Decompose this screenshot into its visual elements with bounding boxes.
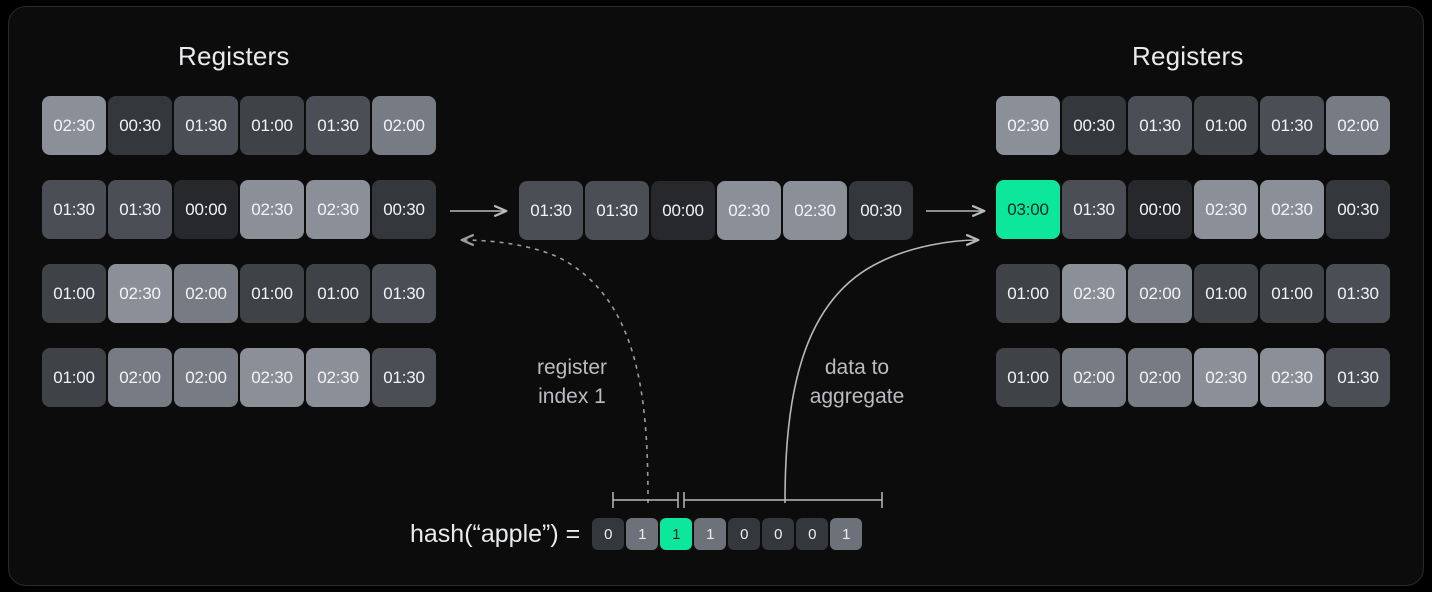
left-panel-title: Registers xyxy=(178,41,290,71)
right-register-cell-r2-c3: 01:00 xyxy=(1194,264,1258,323)
left-register-cell-r3-c3: 02:30 xyxy=(240,348,304,407)
right-register-cell-r2-c4: 01:00 xyxy=(1260,264,1324,323)
selected-register-cell-0: 01:30 xyxy=(519,181,583,240)
left-register-cell-r2-c1: 02:30 xyxy=(108,264,172,323)
hash-bit-2: 1 xyxy=(660,518,693,550)
left-register-cell-r2-c4: 01:00 xyxy=(306,264,370,323)
left-register-cell-r1-c4: 02:30 xyxy=(306,180,370,239)
left-register-cell-r3-c1: 02:00 xyxy=(108,348,172,407)
left-register-cell-r2-c2: 02:00 xyxy=(174,264,238,323)
left-register-cell-r3-c4: 02:30 xyxy=(306,348,370,407)
left-register-cell-r2-c3: 01:00 xyxy=(240,264,304,323)
hash-bit-4: 0 xyxy=(728,518,761,550)
right-register-cell-r2-c2: 02:00 xyxy=(1128,264,1192,323)
right-register-cell-r0-c5: 02:00 xyxy=(1326,96,1390,155)
data-to-aggregate-label: data to aggregate xyxy=(809,356,905,408)
hash-bit-7: 1 xyxy=(830,518,863,550)
left-register-cell-r1-c5: 00:30 xyxy=(372,180,436,239)
right-panel-title: Registers xyxy=(1132,41,1244,71)
register-index-label: register index 1 xyxy=(536,356,608,408)
selected-register-cell-1: 01:30 xyxy=(585,181,649,240)
hash-bit-3: 1 xyxy=(694,518,727,550)
right-register-cell-r1-c1: 01:30 xyxy=(1062,180,1126,239)
right-register-cell-r2-c1: 02:30 xyxy=(1062,264,1126,323)
hash-bit-1: 1 xyxy=(626,518,659,550)
hash-bit-5: 0 xyxy=(762,518,795,550)
hash-function-label: hash(“apple”) = xyxy=(410,519,581,548)
right-register-cell-r0-c0: 02:30 xyxy=(996,96,1060,155)
right-register-cell-r3-c5: 01:30 xyxy=(1326,348,1390,407)
right-register-cell-r0-c2: 01:30 xyxy=(1128,96,1192,155)
right-register-cell-r1-c2: 00:00 xyxy=(1128,180,1192,239)
left-register-cell-r1-c3: 02:30 xyxy=(240,180,304,239)
left-register-cell-r0-c2: 01:30 xyxy=(174,96,238,155)
left-register-cell-r0-c3: 01:00 xyxy=(240,96,304,155)
right-register-cell-r3-c4: 02:30 xyxy=(1260,348,1324,407)
right-register-cell-r0-c3: 01:00 xyxy=(1194,96,1258,155)
left-register-cell-r2-c0: 01:00 xyxy=(42,264,106,323)
left-register-cell-r0-c5: 02:00 xyxy=(372,96,436,155)
selected-register-cell-4: 02:30 xyxy=(783,181,847,240)
right-register-cell-r3-c2: 02:00 xyxy=(1128,348,1192,407)
left-register-cell-r2-c5: 01:30 xyxy=(372,264,436,323)
left-register-cell-r1-c0: 01:30 xyxy=(42,180,106,239)
right-register-cell-r1-c5: 00:30 xyxy=(1326,180,1390,239)
selected-register-cell-2: 00:00 xyxy=(651,181,715,240)
right-register-cell-r3-c3: 02:30 xyxy=(1194,348,1258,407)
right-register-cell-r0-c4: 01:30 xyxy=(1260,96,1324,155)
selected-register-cell-3: 02:30 xyxy=(717,181,781,240)
selected-register-cell-5: 00:30 xyxy=(849,181,913,240)
left-register-cell-r3-c5: 01:30 xyxy=(372,348,436,407)
right-register-cell-r3-c1: 02:00 xyxy=(1062,348,1126,407)
left-register-cell-r1-c1: 01:30 xyxy=(108,180,172,239)
right-register-cell-r1-c3: 02:30 xyxy=(1194,180,1258,239)
right-register-cell-r1-c0: 03:00 xyxy=(996,180,1060,239)
left-register-cell-r3-c2: 02:00 xyxy=(174,348,238,407)
right-register-cell-r2-c0: 01:00 xyxy=(996,264,1060,323)
left-register-cell-r0-c4: 01:30 xyxy=(306,96,370,155)
right-register-cell-r3-c0: 01:00 xyxy=(996,348,1060,407)
left-register-cell-r1-c2: 00:00 xyxy=(174,180,238,239)
right-register-cell-r2-c5: 01:30 xyxy=(1326,264,1390,323)
right-register-cell-r0-c1: 00:30 xyxy=(1062,96,1126,155)
right-register-cell-r1-c4: 02:30 xyxy=(1260,180,1324,239)
hash-bit-6: 0 xyxy=(796,518,829,550)
hash-bit-0: 0 xyxy=(592,518,625,550)
left-register-cell-r0-c0: 02:30 xyxy=(42,96,106,155)
left-register-cell-r3-c0: 01:00 xyxy=(42,348,106,407)
left-register-cell-r0-c1: 00:30 xyxy=(108,96,172,155)
